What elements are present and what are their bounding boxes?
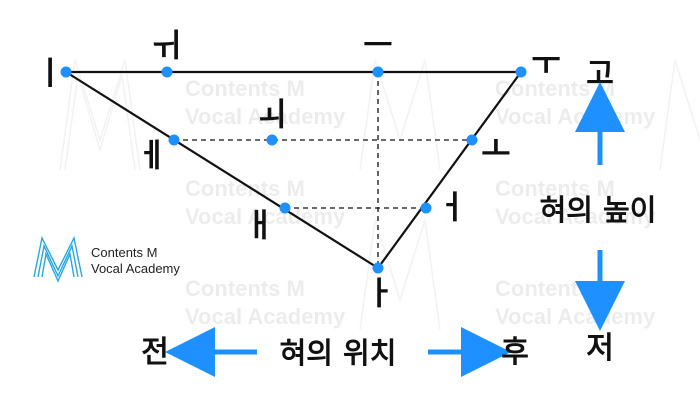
- point-eu: [372, 66, 384, 78]
- vowel-trapezoid: [65, 70, 522, 269]
- low-label: 저: [586, 331, 614, 366]
- logo-m-icon: [33, 235, 83, 283]
- tongue-height-label: 혀의 높이: [540, 193, 657, 227]
- vowel-points: [60, 66, 527, 274]
- watermark-line1: Contents M: [185, 176, 305, 201]
- point-o: [466, 134, 478, 146]
- vowel-label-eu: ㅡ: [363, 26, 392, 64]
- point-a: [372, 262, 384, 274]
- tongue-position-label: 혀의 위치: [280, 336, 397, 370]
- vowel-label-ae: ㅐ: [245, 206, 274, 244]
- point-ae: [279, 202, 291, 214]
- vowel-label-oe: ㅚ: [257, 95, 286, 133]
- logo-line1: Contents M: [91, 245, 157, 260]
- vowel-label-wi: ㅟ: [151, 26, 180, 64]
- logo-line2: Vocal Academy: [91, 261, 180, 276]
- watermark-line2: Vocal Academy: [495, 204, 656, 229]
- tongue-position-axis: 전 혀의 위치 후: [141, 327, 529, 377]
- back-label: 후: [501, 335, 529, 370]
- point-eo: [420, 202, 432, 214]
- dashed-guides: [174, 72, 472, 268]
- vowel-label-eo: ㅓ: [437, 188, 466, 226]
- watermark-line2: Vocal Academy: [495, 104, 656, 129]
- vowel-label-o: ㅗ: [481, 130, 510, 168]
- high-label: 고: [586, 57, 614, 92]
- front-label: 전: [141, 335, 169, 370]
- vowel-label-a: ㅏ: [365, 274, 394, 312]
- watermark-line1: Contents M: [495, 276, 615, 301]
- vowel-label-u: ㅜ: [531, 44, 560, 82]
- watermark-line1: Contents M: [495, 176, 615, 201]
- point-i: [60, 66, 72, 78]
- contents-m-logo: Contents M Vocal Academy: [33, 235, 180, 283]
- point-u: [515, 66, 527, 78]
- watermark-line1: Contents M: [185, 276, 305, 301]
- vowel-labels: ㅣ ㅟ ㅡ ㅜ ㅔ ㅚ ㅗ ㅐ ㅓ ㅏ: [35, 26, 560, 312]
- watermark-line2: Vocal Academy: [495, 304, 656, 329]
- watermark-line2: Vocal Academy: [185, 304, 346, 329]
- point-e: [168, 134, 180, 146]
- watermark-line2: Vocal Academy: [185, 104, 346, 129]
- vowel-label-i: ㅣ: [35, 54, 64, 92]
- point-wi: [161, 66, 173, 78]
- back-edge: [377, 71, 522, 269]
- vowel-label-e: ㅔ: [137, 136, 166, 174]
- tongue-height-axis: 고 혀의 높이 저: [540, 57, 657, 366]
- front-edge: [65, 71, 379, 269]
- point-oe: [266, 134, 278, 146]
- watermark-line1: Contents M: [185, 76, 305, 101]
- watermark-line2: Vocal Academy: [185, 204, 346, 229]
